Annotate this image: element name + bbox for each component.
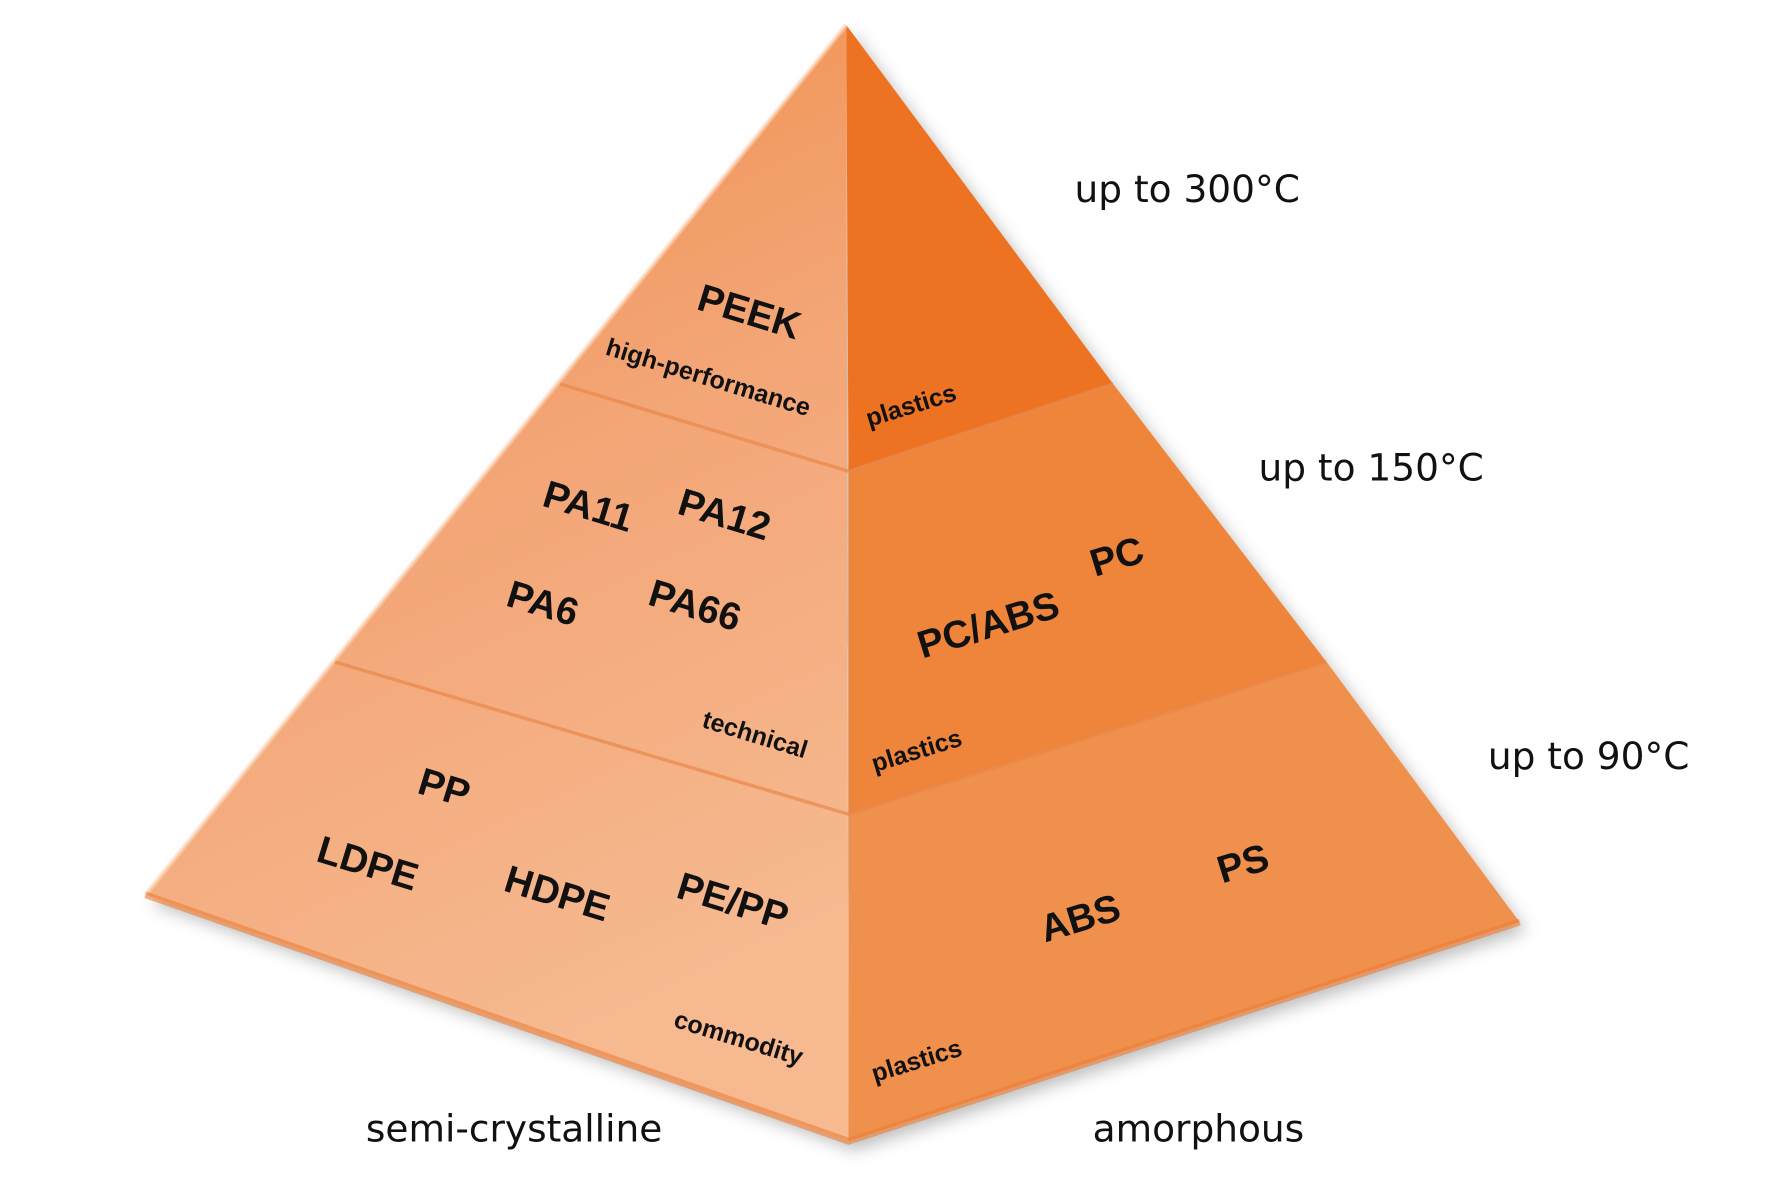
amorphous-tier-high-performance	[846, 24, 1114, 472]
divider-bottom	[334, 660, 1328, 816]
temperature-label-150: up to 150°C	[1258, 445, 1483, 489]
amorphous-tier-technical	[848, 383, 1327, 815]
temperature-label-300: up to 300°C	[1075, 167, 1300, 211]
label-amorphous: amorphous	[1093, 1106, 1305, 1150]
divider-top	[559, 382, 1114, 474]
temperature-label-90: up to 90°C	[1488, 734, 1690, 778]
semi-crystalline-face	[145, 24, 849, 1142]
amorphous-tier-commodity	[848, 662, 1520, 1142]
label-semi-crystalline: semi-crystalline	[366, 1106, 662, 1150]
